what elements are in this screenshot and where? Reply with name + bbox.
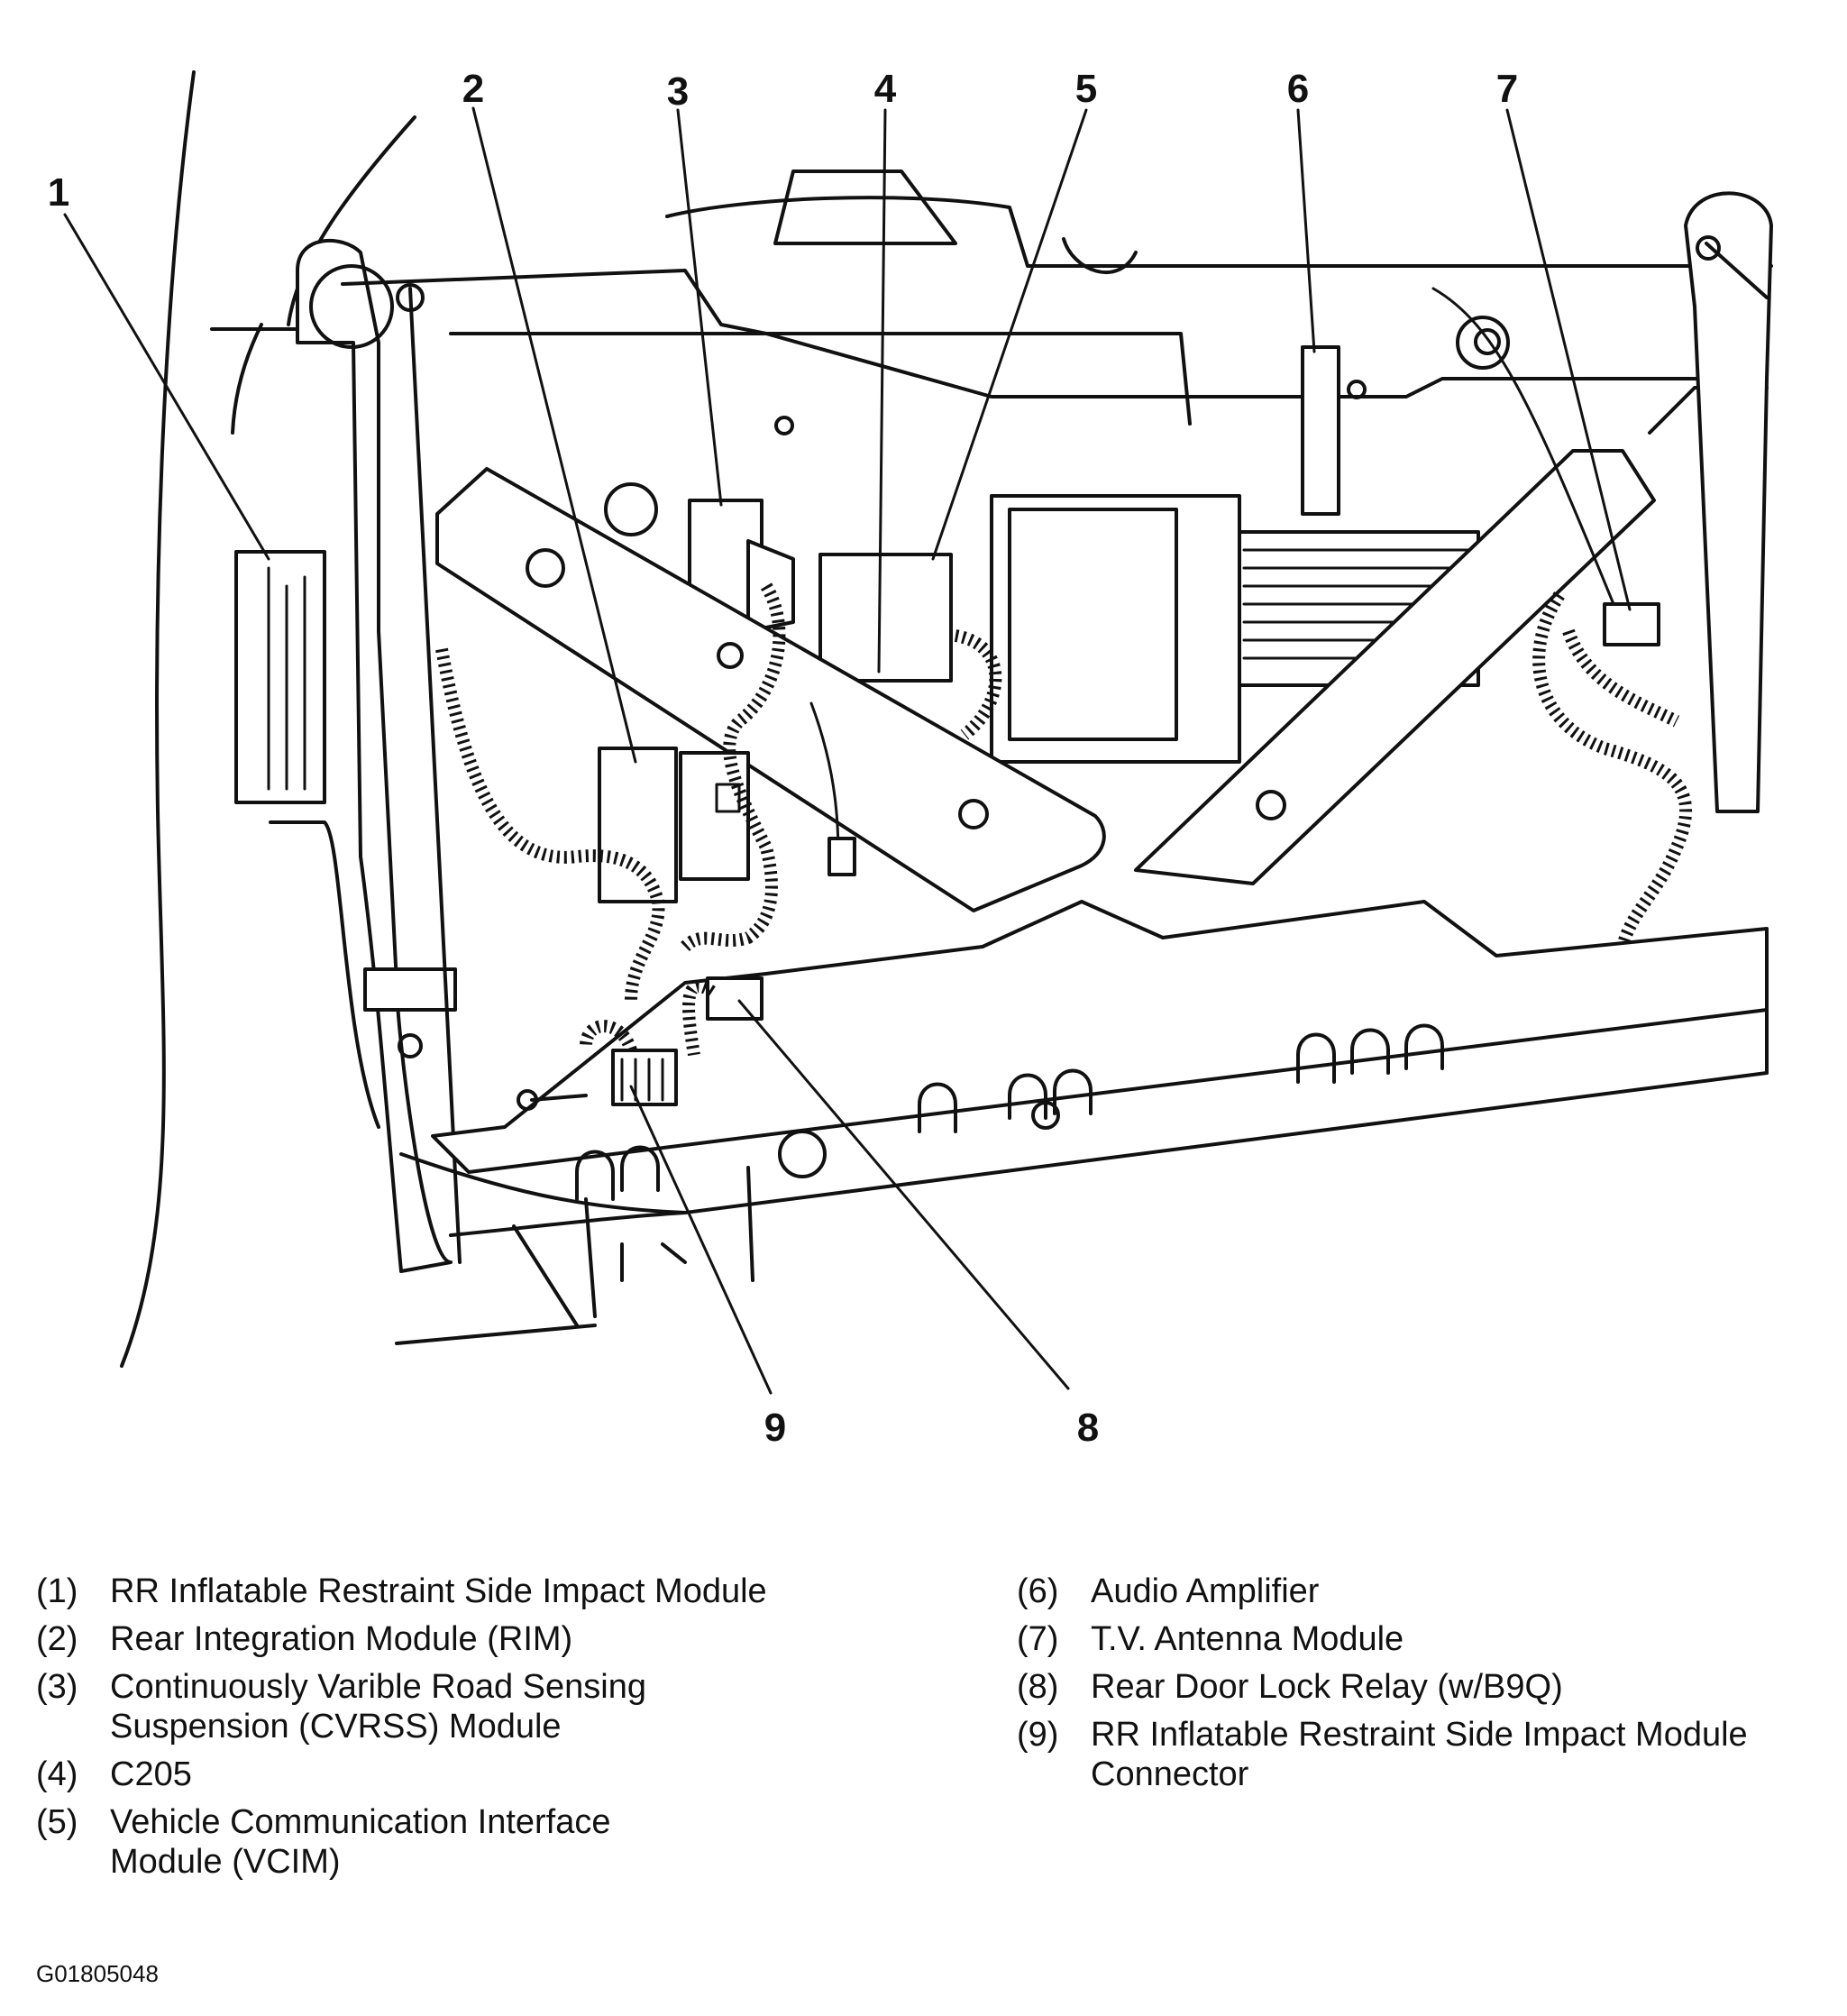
drawing-linework xyxy=(120,70,1773,1368)
callout-4: 4 xyxy=(874,67,897,111)
legend-label: RR Inflatable Restraint Side Impact Modu… xyxy=(110,1572,767,1610)
callout-5: 5 xyxy=(1075,67,1097,111)
legend-right-column: (6) Audio Amplifier (7) T.V. Antenna Mod… xyxy=(1017,1572,1828,1802)
legend-label: Vehicle Communication Interface Module (… xyxy=(110,1803,611,1881)
callout-7: 7 xyxy=(1496,67,1518,111)
legend-item: (4) C205 xyxy=(36,1755,992,1794)
legend-label: C205 xyxy=(110,1755,192,1793)
callout-8: 8 xyxy=(1077,1406,1099,1450)
callout-2: 2 xyxy=(462,67,484,111)
legend-item: (3) Continuously Varible Road Sensing Su… xyxy=(36,1667,992,1746)
callout-numbers: 1 2 3 4 5 6 7 8 9 xyxy=(48,67,1518,1450)
legend-index: (8) xyxy=(1017,1668,1059,1706)
legend-label: Rear Integration Module (RIM) xyxy=(110,1620,573,1658)
legend-label: T.V. Antenna Module xyxy=(1091,1620,1404,1658)
legend-item: (5) Vehicle Communication Interface Modu… xyxy=(36,1802,992,1882)
component-location-diagram: 1 2 3 4 5 6 7 8 9 xyxy=(48,67,1773,1450)
legend-label: Continuously Varible Road Sensing Suspen… xyxy=(110,1668,646,1746)
legend-index: (2) xyxy=(36,1620,78,1658)
leader-lines xyxy=(63,106,1632,1395)
callout-6: 6 xyxy=(1287,67,1309,111)
legend-index: (5) xyxy=(36,1803,78,1841)
callout-9: 9 xyxy=(764,1406,786,1450)
legend-index: (4) xyxy=(36,1755,78,1793)
legend-item: (7) T.V. Antenna Module xyxy=(1017,1619,1828,1659)
callout-1: 1 xyxy=(48,170,69,215)
legend-item: (8) Rear Door Lock Relay (w/B9Q) xyxy=(1017,1667,1828,1707)
figure-id: G01805048 xyxy=(36,1960,159,1987)
legend-item: (2) Rear Integration Module (RIM) xyxy=(36,1619,992,1659)
legend-index: (6) xyxy=(1017,1572,1059,1610)
legend-label: RR Inflatable Restraint Side Impact Modu… xyxy=(1091,1716,1748,1793)
legend-item: (1) RR Inflatable Restraint Side Impact … xyxy=(36,1572,992,1611)
legend-index: (9) xyxy=(1017,1716,1059,1754)
legend-item: (6) Audio Amplifier xyxy=(1017,1572,1828,1611)
legend-index: (7) xyxy=(1017,1620,1059,1658)
legend-item: (9) RR Inflatable Restraint Side Impact … xyxy=(1017,1715,1828,1794)
legend-label: Rear Door Lock Relay (w/B9Q) xyxy=(1091,1668,1563,1706)
callout-3: 3 xyxy=(667,69,689,114)
legend-label: Audio Amplifier xyxy=(1091,1572,1320,1610)
legend-index: (1) xyxy=(36,1572,78,1610)
legend-index: (3) xyxy=(36,1668,78,1706)
legend-left-column: (1) RR Inflatable Restraint Side Impact … xyxy=(36,1572,992,1890)
